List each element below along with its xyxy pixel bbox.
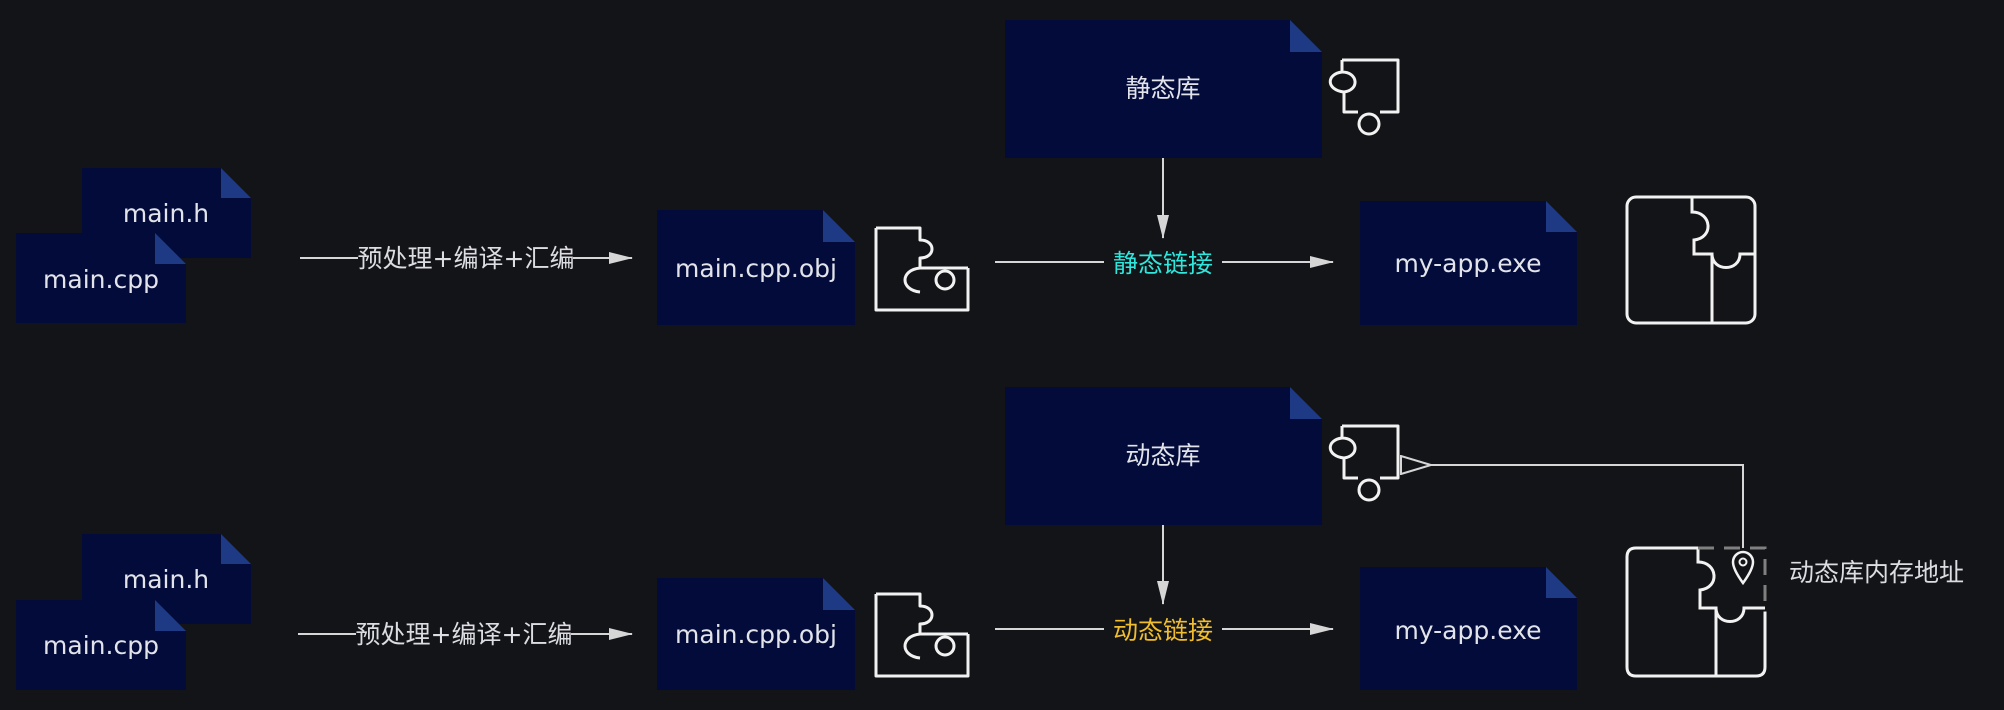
bottom-object-file-label: main.cpp.obj: [675, 620, 837, 649]
top-header-file-label: main.h: [123, 199, 209, 228]
dynamic-link-arrows: [995, 525, 1334, 635]
bottom-object-file: main.cpp.obj: [657, 578, 855, 690]
dynamic-library-label: 动态库: [1125, 441, 1200, 470]
bottom-object-puzzle-icon: [874, 592, 970, 678]
bottom-executable-file: my-app.exe: [1360, 567, 1577, 690]
static-library-file: 静态库: [1005, 20, 1322, 158]
top-executable-file: my-app.exe: [1360, 201, 1577, 325]
dynamic-library-puzzle-icon: [1328, 424, 1400, 502]
bottom-source-file-label: main.cpp: [43, 631, 159, 660]
top-object-file: main.cpp.obj: [657, 210, 855, 325]
bottom-executable-puzzle-icon: [1625, 546, 1767, 678]
static-library-label: 静态库: [1125, 74, 1200, 103]
top-executable-label: my-app.exe: [1394, 249, 1541, 278]
static-link-arrows: [995, 158, 1334, 268]
bottom-executable-label: my-app.exe: [1394, 616, 1541, 645]
static-library-puzzle-icon: [1328, 58, 1400, 136]
top-object-file-label: main.cpp.obj: [675, 254, 837, 283]
top-source-file-label: main.cpp: [43, 265, 159, 294]
top-object-puzzle-icon: [874, 226, 970, 312]
top-compile-arrow: 预处理+编译+汇编: [300, 244, 633, 273]
dynamic-link-label: 动态链接: [1113, 616, 1213, 645]
top-executable-puzzle-icon: [1625, 195, 1757, 325]
top-source-file: main.cpp: [16, 233, 186, 323]
address-feedback-arrow: [1431, 465, 1744, 548]
bottom-compile-step-label: 预处理+编译+汇编: [356, 620, 573, 649]
top-compile-step-label: 预处理+编译+汇编: [358, 244, 575, 273]
location-pin-icon: [1731, 550, 1755, 586]
address-label: 动态库内存地址: [1789, 558, 1964, 587]
dynamic-library-file: 动态库: [1005, 387, 1322, 525]
static-link-label: 静态链接: [1113, 249, 1213, 278]
bottom-compile-arrow: 预处理+编译+汇编: [298, 620, 633, 649]
bottom-source-file: main.cpp: [16, 600, 186, 690]
bottom-header-file-label: main.h: [123, 565, 209, 594]
